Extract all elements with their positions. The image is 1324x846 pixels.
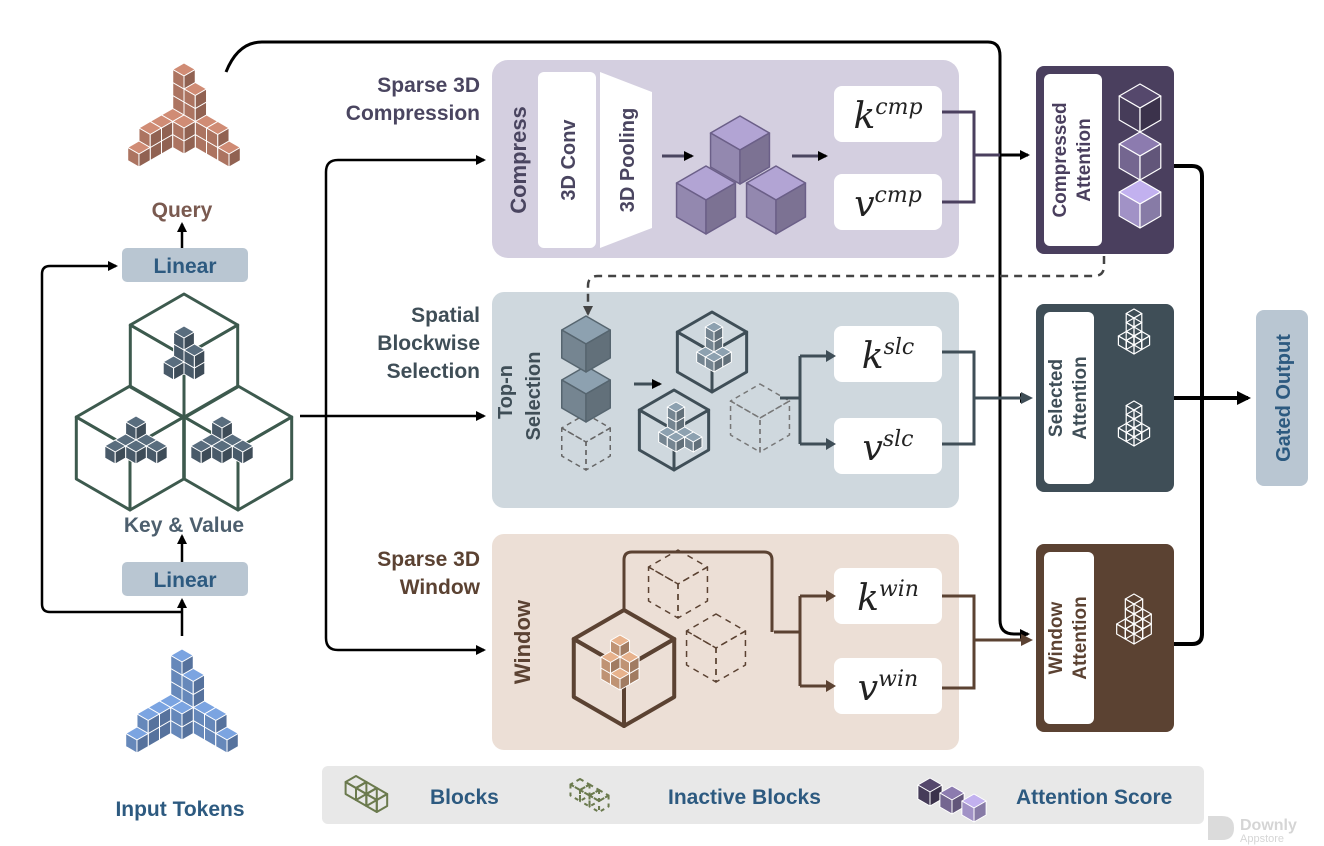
svg-text:Appstore: Appstore [1240,833,1284,845]
attention-score-legend-icon [917,777,987,823]
blocks-legend-icon [344,775,389,813]
svg-text:Selected: Selected [1046,359,1067,437]
linear-bottom-box: Linear [122,562,248,596]
kv-label: Key & Value [124,514,244,537]
window-cubes [571,549,774,728]
input-cubes [125,648,239,754]
selection-title-3: Selection [387,360,480,383]
query-cubes [127,62,241,168]
v-slc-box: vslc [834,418,942,474]
input-tokens-label: Input Tokens [115,798,244,821]
conv-label: 3D Conv [558,119,580,201]
svg-text:kcmp: kcmp [853,95,922,137]
window-title-2: Window [400,576,481,599]
conv-box [538,72,596,248]
svg-text:kslc: kslc [862,335,914,377]
svg-text:Window: Window [1046,601,1067,674]
svg-text:vwin: vwin [858,667,918,709]
gate-merge [1174,164,1204,646]
svg-text:Downly: Downly [1240,817,1297,834]
svg-text:Attention: Attention [1074,118,1095,201]
pool-label: 3D Pooling [617,108,639,212]
k-slc-box: kslc [834,326,942,382]
legend-score-label: Attention Score [1016,786,1172,809]
kv-to-win [324,416,486,655]
topn-cubes [561,315,611,471]
selection-title-1: Spatial [411,304,480,327]
linear-top-box: Linear [122,248,248,282]
compressed-attention-box: Compressed Attention [1036,66,1174,254]
compression-title-1: Sparse 3D [377,74,480,97]
legend-blocks-label: Blocks [430,786,499,809]
query-route [224,40,1030,639]
kv-slc-merge [942,350,1030,446]
selected-attention-box: Selected Attention [1036,304,1174,492]
gated-output-box: Gated Output [1256,310,1308,486]
window-title-1: Sparse 3D [377,548,480,571]
kv-to-cmp [324,155,486,416]
kv-cmp-merge [942,110,1000,204]
selected-block-cubes [637,310,791,472]
k-win-box: kwin [834,568,942,624]
svg-text:Linear: Linear [153,569,216,592]
v-cmp-box: vcmp [834,174,942,230]
query-label: Query [152,199,213,222]
topn-side-label-2: Selection [523,352,545,441]
window-attention-box: Window Attention [1036,544,1174,732]
score-feedback [583,256,1106,316]
svg-text:kwin: kwin [857,577,919,619]
svg-text:Compressed: Compressed [1050,102,1071,217]
compression-title-2: Compression [346,102,480,125]
v-win-box: vwin [834,658,942,714]
topn-side-label-1: Top-n [495,365,517,419]
svg-text:vcmp: vcmp [854,183,922,225]
watermark-logo: Downly Appstore [1208,816,1297,845]
svg-text:Gated Output: Gated Output [1273,334,1295,462]
win-fan [774,594,826,688]
k-cmp-box: kcmp [834,86,942,142]
pool-box [600,72,652,248]
kv-cubes [74,292,294,512]
window-side-label: Window [510,599,535,684]
sel-fan [780,354,826,446]
svg-text:Attention: Attention [1070,596,1091,679]
selection-title-2: Blockwise [377,332,480,355]
compress-side-label: Compress [506,106,531,214]
svg-text:Linear: Linear [153,255,216,278]
compressed-cubes [675,115,807,235]
input-to-linear-top [40,261,182,614]
legend-inactive-label: Inactive Blocks [668,786,821,809]
kv-win-merge [942,594,1030,690]
svg-text:vslc: vslc [863,427,914,469]
svg-text:Attention: Attention [1070,356,1091,439]
